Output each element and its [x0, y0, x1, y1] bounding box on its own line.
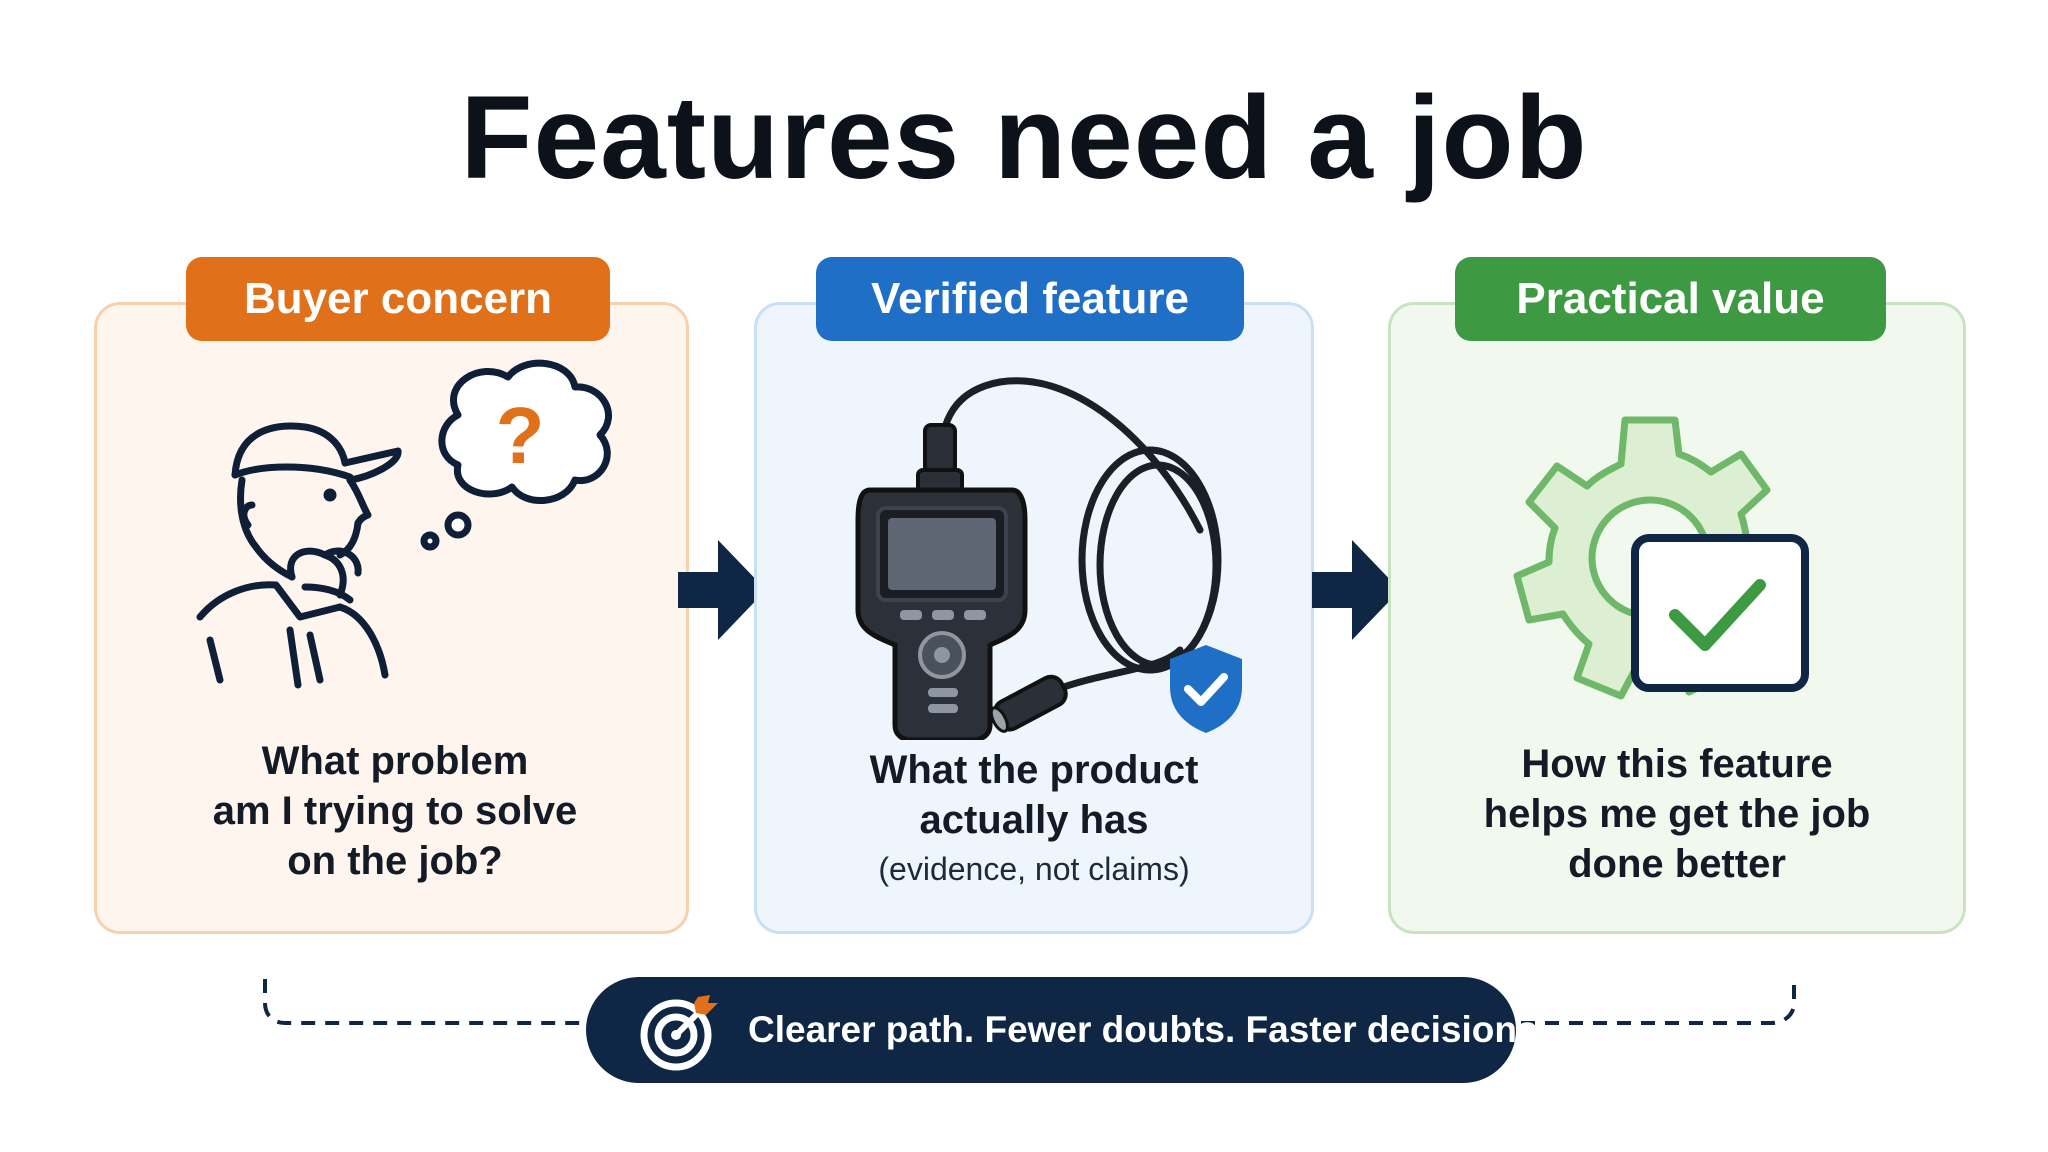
verified-feature-caption: What the product actually has (evidence,…	[869, 748, 1199, 887]
dashed-connector-right	[1521, 979, 1796, 1025]
svg-text:?: ?	[496, 391, 545, 480]
verified-shield-icon	[1170, 645, 1242, 733]
page-title: Features need a job	[460, 72, 1588, 204]
practical-value-caption: How this feature helps me get the job do…	[1483, 742, 1871, 886]
summary-banner: Clearer path. Fewer doubts. Faster decis…	[586, 977, 1548, 1083]
verified-feature-label: Verified feature	[816, 257, 1244, 341]
gear-checkbox-icon	[1513, 416, 1809, 700]
dashed-connector-left	[263, 979, 580, 1025]
target-arrow-icon	[640, 995, 718, 1071]
buyer-concern-caption: What problem am I trying to solve on the…	[212, 739, 578, 883]
arrow-right-icon	[1312, 540, 1400, 640]
inspection-camera-icon	[855, 377, 1222, 740]
thinking-worker-icon: ?	[196, 359, 612, 689]
verified-feature-card	[754, 302, 1314, 934]
buyer-concern-label: Buyer concern	[186, 257, 610, 341]
practical-value-label: Practical value	[1455, 257, 1886, 341]
banner-text: Clearer path. Fewer doubts. Faster decis…	[748, 1009, 1548, 1050]
arrow-right-icon	[678, 540, 766, 640]
